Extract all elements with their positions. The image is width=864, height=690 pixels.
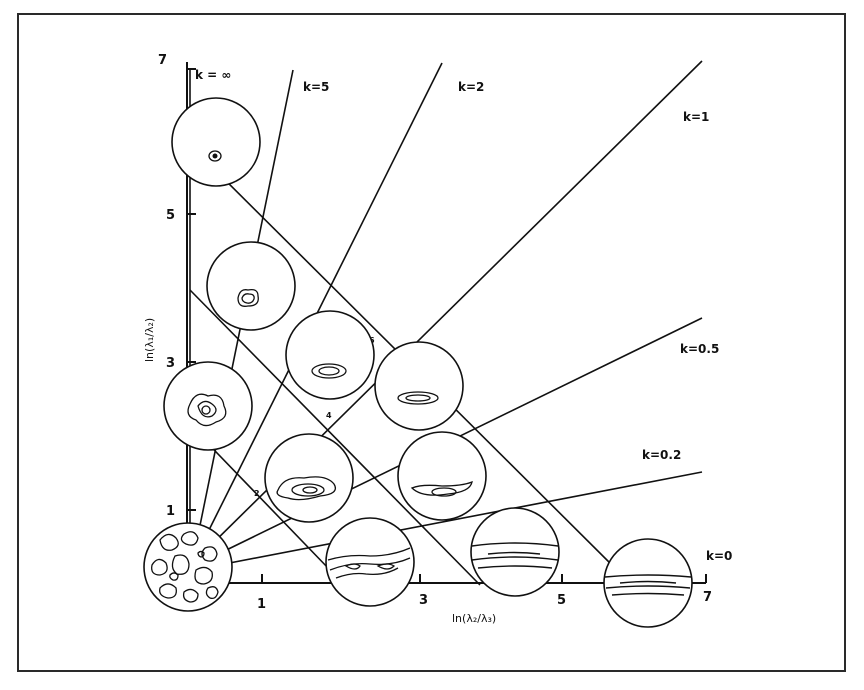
k-inf-label: k = ∞ [195,68,231,82]
k1-label: k=1 [683,110,709,124]
fabric-circle-k2-low [264,433,354,523]
fabric-circle-k2-mid [285,310,375,400]
k0-label: k=0 [706,549,732,563]
fabric-circle-k0-a [325,517,415,607]
k05-label: k=0.5 [680,342,719,356]
fabric-circle-kinf-low [163,361,253,451]
x-tick-1: 1 [257,597,266,612]
k02-line [213,471,703,567]
fabric-circle-k0-b [470,507,560,597]
y-tick-1: 1 [166,504,175,519]
fabric-circle-kinf-top [171,97,261,187]
x-tick-3: 3 [419,593,428,608]
x-axis-label: ln(λ₂/λ₃) [452,612,496,625]
x-tick-7: 7 [703,590,712,605]
k5-label: k=5 [303,80,329,94]
fabric-circle-k05 [397,431,487,521]
contour-line-4 [189,289,481,586]
contour-label-2: 2 [254,489,260,498]
fabric-circle-k0-c [603,538,693,628]
contour-label-4: 4 [326,411,332,420]
y-tick-7: 7 [158,53,167,68]
fabric-circle-k1 [374,341,464,431]
y-tick-3: 3 [166,356,175,371]
fabric-circle-k5 [206,241,296,331]
x-tick-5: 5 [557,593,566,608]
fabric-circle-origin [143,522,233,612]
k02-label: k=0.2 [642,448,681,462]
k2-line [199,62,443,549]
fabric-circles [143,97,693,628]
k2-label: k=2 [458,80,484,94]
y-tick-5: 5 [166,208,175,223]
y-axis-label: ln(λ₁/λ₂) [143,318,156,362]
figure-frame [17,13,846,672]
